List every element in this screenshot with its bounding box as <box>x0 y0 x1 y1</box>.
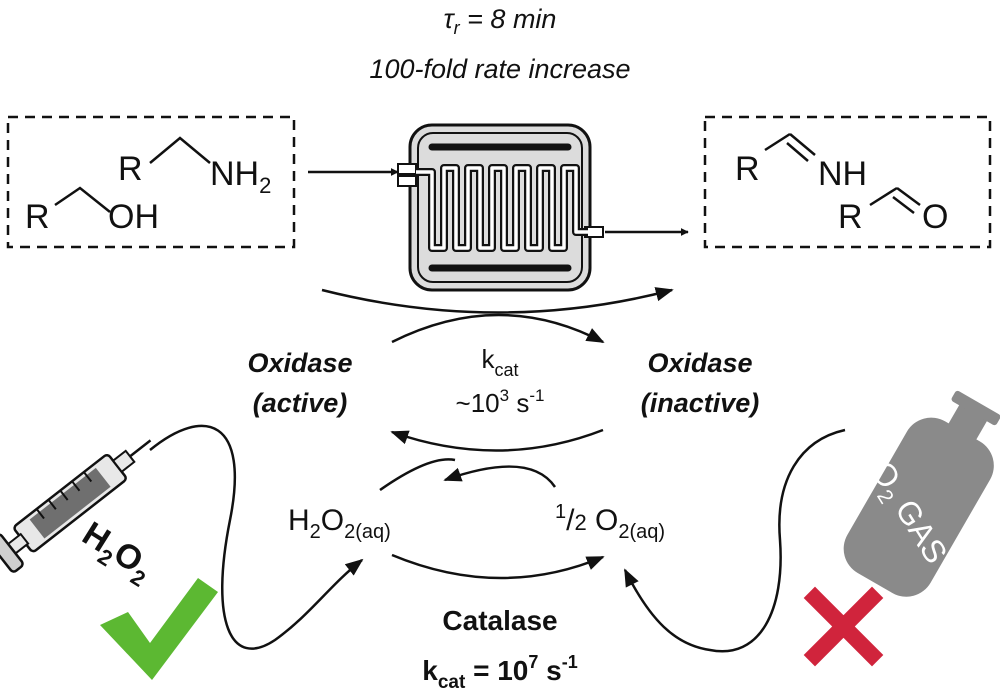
alcohol-oh: OH <box>108 198 159 236</box>
oxidase-active-line1: Oxidase <box>247 348 352 378</box>
oxidase-inactive-line2: (inactive) <box>641 388 760 418</box>
catalase-kcat: kcat = 107 s-1 <box>422 652 578 693</box>
substrate-box: R NH2 R OH <box>6 115 296 249</box>
gas-tubing <box>623 428 846 653</box>
catalase-arrow <box>391 553 605 580</box>
oxygen-uptake-arrow <box>443 465 557 488</box>
product-box: R NH R O <box>703 115 992 249</box>
rate-increase-label: 100-fold rate increase <box>369 54 630 84</box>
aldehyde-r-group: R <box>838 198 863 236</box>
gas-cylinder-icon <box>843 390 1000 597</box>
imine-nh: NH <box>818 155 867 193</box>
alcohol-r-group: R <box>25 198 50 236</box>
oxidase-kcat-value: ~103 s-1 <box>456 386 545 418</box>
substrate-to-product-arrow <box>321 287 674 314</box>
check-icon <box>100 578 218 680</box>
aldehyde-o: O <box>922 198 948 236</box>
amine-nh2: NH2 <box>210 155 271 198</box>
oxidase-inactivation-arrow <box>391 313 605 344</box>
oxidase-kcat-label: kcat <box>481 344 518 380</box>
h2o2-aqueous: H2O2(aq) <box>288 504 391 543</box>
imine-r-group: R <box>735 150 760 188</box>
oxidase-regeneration-arrow <box>390 428 604 452</box>
h2o2-release-arrow <box>379 458 456 492</box>
amine-r-group: R <box>118 150 143 188</box>
syringe-tubing <box>149 424 364 650</box>
oxidase-inactive-line1: Oxidase <box>647 348 752 378</box>
catalase-label: Catalase <box>442 605 557 636</box>
syringe-h2o2-label: H2O2 <box>73 515 160 592</box>
half-o2-aqueous: 1/2 O2(aq) <box>555 501 665 543</box>
residence-time-label: τr = 8 min <box>444 4 557 38</box>
oxidase-active-line2: (active) <box>253 388 348 418</box>
cross-icon <box>803 586 884 667</box>
flow-reactor-icon <box>397 123 604 292</box>
syringe-icon <box>0 439 152 573</box>
